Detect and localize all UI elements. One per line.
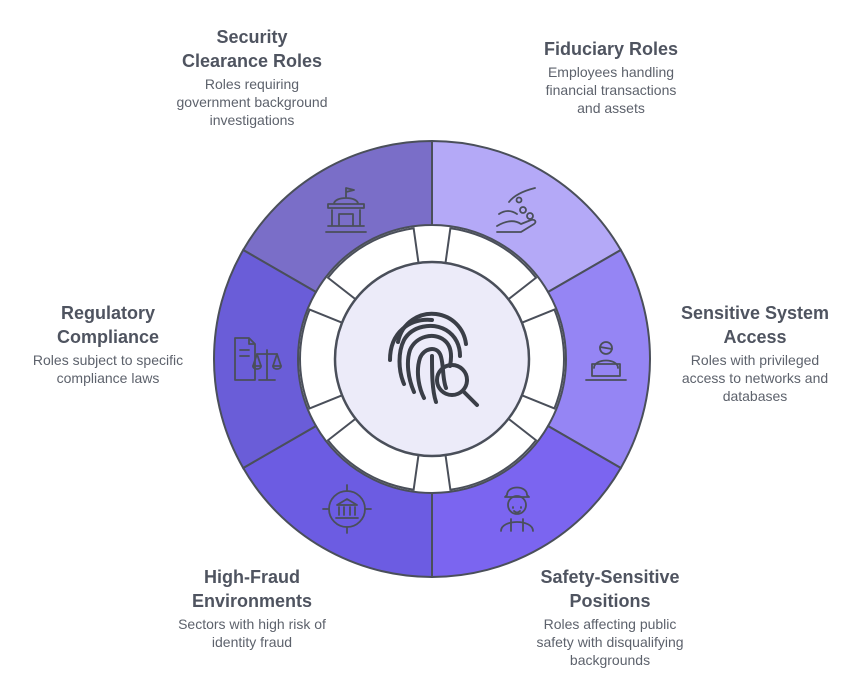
government-building-icon [325, 187, 367, 233]
segment-regulatory [213, 248, 318, 470]
segment-title: Fiduciary Roles [543, 39, 679, 59]
label-regulatory: Regulatory Compliance Roles subject to s… [8, 301, 208, 387]
label-fiduciary: Fiduciary Roles Employees handling finan… [511, 37, 711, 117]
segment-description: Employees handling financial transaction… [545, 64, 677, 116]
segment-description: Roles with privileged access to networks… [681, 352, 829, 404]
user-laptop-icon [585, 341, 627, 381]
bank-target-icon [322, 484, 372, 534]
segment-title: Safety-Sensitive Positions [540, 567, 680, 611]
label-high-fraud: High-Fraud Environments Sectors with hig… [152, 565, 352, 651]
segment-description: Roles affecting public safety with disqu… [536, 616, 684, 668]
segment-title: Regulatory Compliance [56, 303, 160, 347]
document-scales-icon [234, 337, 282, 381]
label-sensitive-system: Sensitive System Access Roles with privi… [655, 301, 855, 405]
label-security-clearance: Security Clearance Roles Roles requiring… [152, 25, 352, 129]
segment-title: High-Fraud Environments [191, 567, 313, 611]
inner-ring [299, 227, 565, 491]
segment-description: Sectors with high risk of identity fraud [178, 616, 326, 650]
label-safety-sensitive: Safety-Sensitive Positions Roles affecti… [510, 565, 710, 669]
hand-coins-icon [496, 187, 537, 233]
segment-description: Roles subject to specific compliance law… [32, 352, 184, 386]
segment-title: Security Clearance Roles [181, 27, 323, 71]
fingerprint-search-icon [388, 311, 479, 407]
worker-helmet-icon [500, 486, 534, 532]
segment-description: Roles requiring government background in… [176, 76, 328, 128]
segment-title: Sensitive System Access [680, 303, 830, 347]
